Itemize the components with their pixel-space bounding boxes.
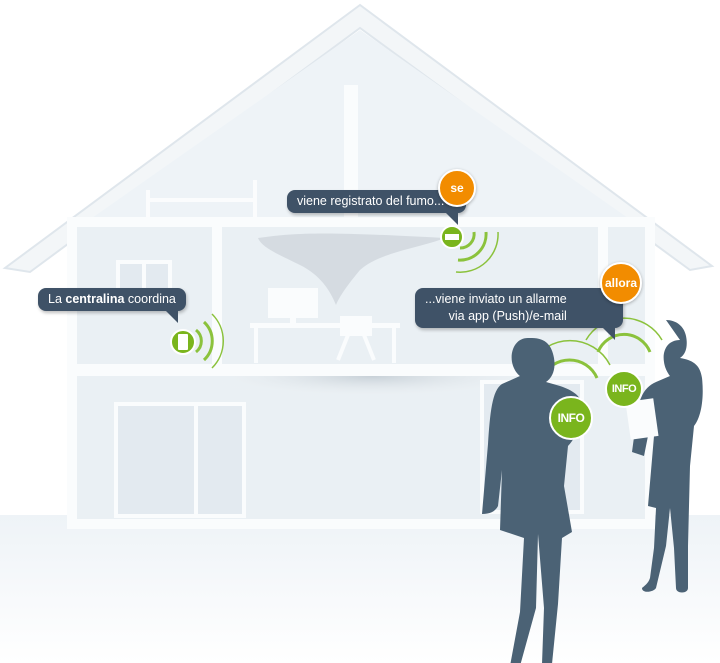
office-desk [250,288,400,363]
smoke-bubble: viene registrato del fumo... [287,190,467,225]
bubble-text: La [48,292,66,306]
info-text: INFO [611,383,637,395]
bed [146,180,257,218]
bubble-text: viene registrato del fumo... [297,194,445,208]
bubble-text: ...viene inviato un allarme [425,292,567,306]
info-badge: INFO [549,396,593,440]
roof [2,3,715,274]
bubble-text-bold: centralina [65,292,125,306]
coordinator-bubble: La centralina coordina [38,288,186,323]
badge-text: se [450,181,464,195]
door [114,402,246,518]
smoke [258,233,445,305]
info-text: INFO [557,411,585,425]
info-badge: INFO [605,370,643,408]
bubble-text: coordina [124,292,176,306]
bubble-text: via app (Push)/e-mail [448,309,567,323]
inner-wall [212,222,222,367]
floor-slab [72,364,650,376]
man-figure [632,320,703,593]
attic [72,30,648,232]
badge-text: allora [604,276,637,290]
ceiling-shadow [222,376,522,416]
alarm-bubble: ...viene inviato un allarme via app (Pus… [415,288,623,340]
ground [0,515,720,663]
then-badge: allora [600,262,642,304]
tablet [625,398,659,440]
if-badge: se [438,169,476,207]
